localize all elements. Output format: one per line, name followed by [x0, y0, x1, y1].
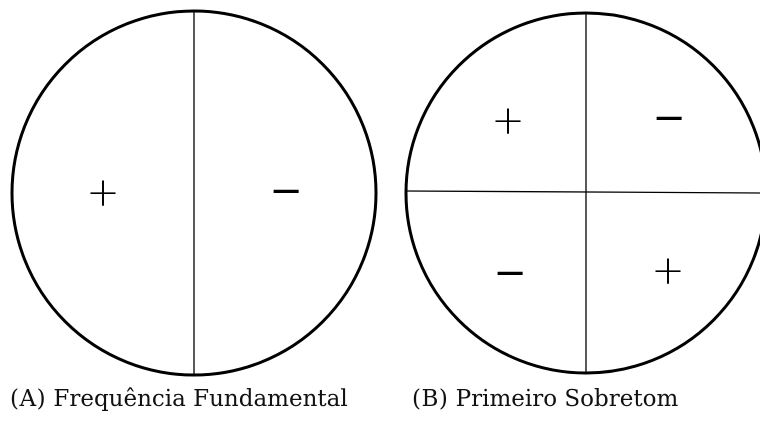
panel-b-region-top-left-sign: + — [491, 98, 525, 144]
panel-b-horizontal-nodal-line — [405, 190, 760, 194]
panel-a-fundamental: + − — [10, 9, 378, 377]
panel-b-region-top-right-sign: − — [652, 95, 686, 141]
panel-a-caption: (A) Frequência Fundamental — [10, 385, 348, 413]
panel-a-caption-tag: (A) — [10, 386, 47, 412]
panel-b-caption-title: Primeiro Sobretom — [455, 386, 679, 412]
panel-b-region-bottom-right-sign: + — [651, 248, 685, 294]
panel-b-first-overtone: + − − + — [404, 11, 760, 375]
panel-b-region-bottom-left-sign: − — [493, 250, 527, 296]
panel-a-caption-title: Frequência Fundamental — [53, 386, 348, 412]
panel-a-region-left-sign: + — [86, 170, 120, 216]
panel-b-caption-tag: (B) — [412, 386, 449, 412]
panel-a-region-right-sign: − — [269, 168, 303, 214]
panel-b-caption: (B) Primeiro Sobretom — [412, 385, 678, 413]
